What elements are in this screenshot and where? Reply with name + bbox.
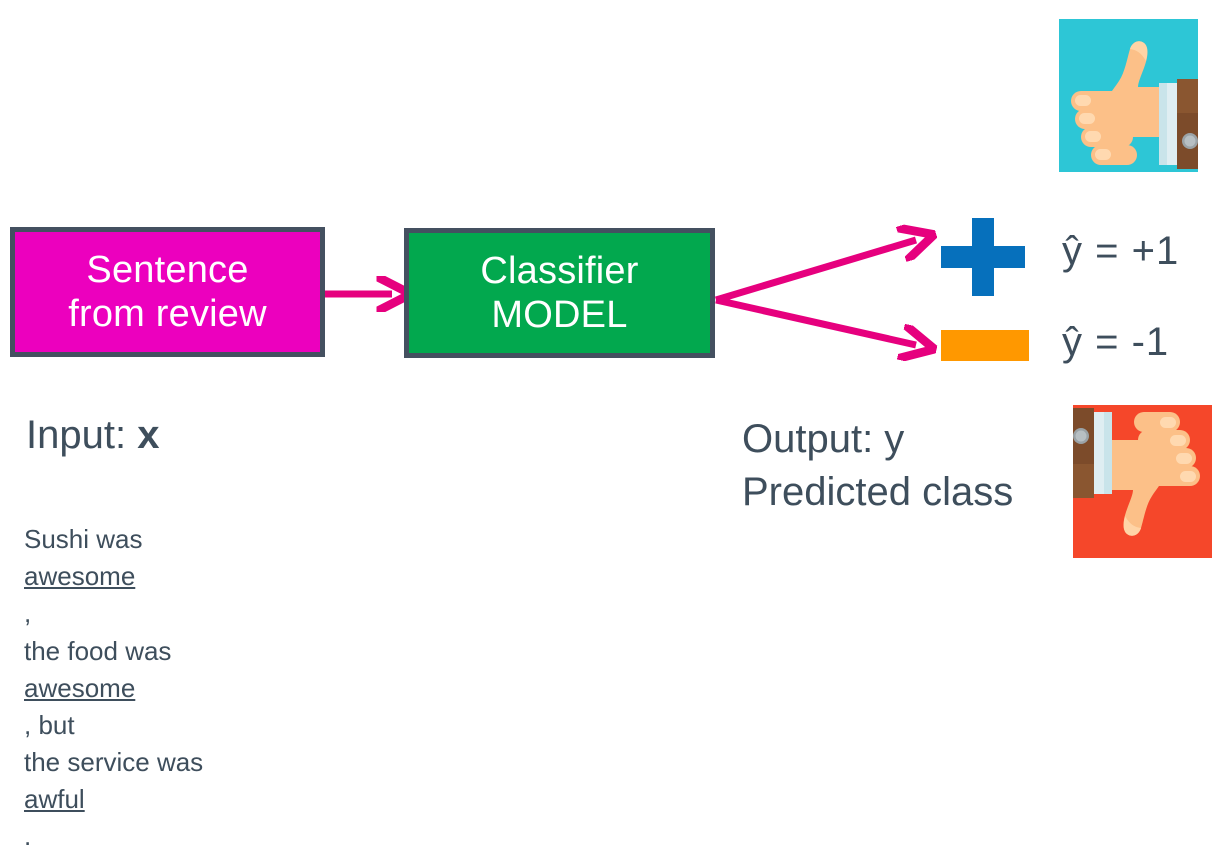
- output-caption: Output: y Predicted class: [742, 413, 1013, 519]
- thumbs-up-icon: [1059, 19, 1198, 172]
- thumbs-down-icon: [1073, 405, 1212, 558]
- review-line-2-post: , but: [24, 709, 75, 740]
- input-caption-prefix: Input:: [26, 413, 127, 457]
- review-line-1-underlined: awesome: [24, 561, 136, 592]
- review-line-3: the service was awful.: [24, 744, 203, 856]
- review-line-1-pre: Sushi was: [24, 524, 143, 554]
- arrow-model-to-negative: [715, 296, 916, 345]
- plus-sign-icon: [941, 218, 1025, 296]
- input-caption-variable: x: [137, 413, 160, 457]
- arrow-model-to-positive: [714, 240, 916, 304]
- diagram-canvas: Sentence from review Classifier MODEL ŷ …: [10, 19, 1212, 851]
- input-box-line-1: Sentence: [86, 248, 249, 291]
- input-caption: Input: x: [26, 413, 159, 458]
- review-line-2-underlined: awesome: [24, 672, 136, 703]
- model-box-line-1: Classifier: [480, 249, 639, 292]
- review-line-2: the food was awesome , but: [24, 633, 203, 745]
- yhat-positive-label: ŷ = +1: [1062, 229, 1180, 273]
- review-sample-text: Sushi was awesome, the food was awesome,…: [24, 521, 203, 856]
- review-line-3-pre: the service was: [24, 747, 204, 778]
- review-line-1: Sushi was awesome,: [24, 521, 203, 633]
- input-box-line-2: from review: [68, 293, 267, 335]
- classifier-model-box: Classifier MODEL: [404, 228, 715, 358]
- input-box: Sentence from review: [10, 227, 325, 357]
- review-line-3-underlined: awful: [24, 784, 85, 815]
- output-caption-line-2: Predicted class: [742, 469, 1014, 514]
- review-line-2-pre: the food was: [24, 635, 172, 666]
- review-line-3-post: .: [24, 821, 32, 852]
- review-line-1-post: ,: [24, 598, 32, 629]
- minus-bar-icon: [941, 330, 1029, 361]
- model-box-line-2: MODEL: [491, 294, 628, 336]
- yhat-negative-label: ŷ = -1: [1062, 320, 1170, 364]
- output-caption-line-1: Output: y: [742, 417, 905, 461]
